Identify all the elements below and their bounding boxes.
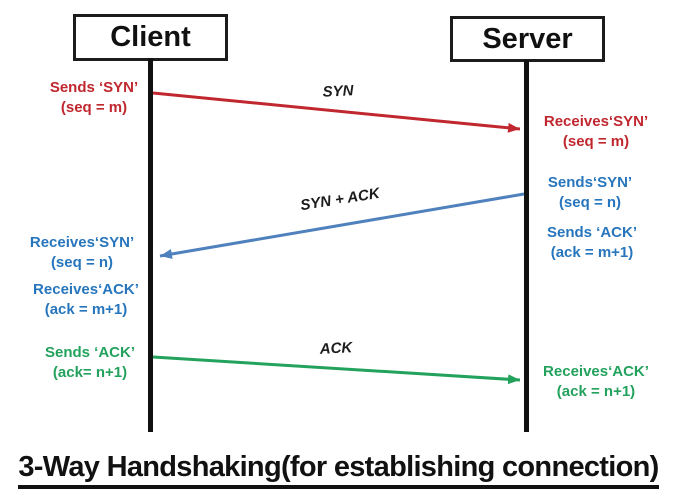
annotation-line: Sends ‘ACK’ xyxy=(44,344,135,361)
annotation-server-receives-ack: Receives‘ACK’ (ack = n+1) xyxy=(537,362,655,402)
annotation-line: (ack = m+1) xyxy=(44,301,128,318)
annotation-line: Receives‘ACK’ xyxy=(33,281,139,298)
annotation-client-sends-syn: Sends ‘SYN’ (seq = m) xyxy=(38,78,150,118)
annotation-line: (seq = n) xyxy=(50,254,114,271)
annotation-line: (ack= n+1) xyxy=(52,364,128,381)
syn-arrow-label: SYN xyxy=(322,82,354,101)
syn-arrow xyxy=(152,91,521,133)
client-lifeline xyxy=(148,58,153,432)
client-actor-box: Client xyxy=(73,14,228,61)
server-lifeline xyxy=(524,60,529,432)
diagram-title: 3-Way Handshaking(for establishing conne… xyxy=(0,451,677,489)
annotation-line: (seq = n) xyxy=(558,194,622,211)
annotation-line: (seq = m) xyxy=(60,99,128,116)
annotation-line: Receives‘SYN’ xyxy=(29,234,135,251)
annotation-client-sends-ack: Sends ‘ACK’ (ack= n+1) xyxy=(32,343,148,383)
annotation-server-receives-syn: Receives‘SYN’ (seq = m) xyxy=(540,112,652,152)
annotation-line: Sends ‘SYN’ xyxy=(49,79,139,96)
client-actor-label: Client xyxy=(110,21,191,53)
annotation-line: (ack = m+1) xyxy=(550,244,634,261)
annotation-server-sends-ack: Sends ‘ACK’ (ack = m+1) xyxy=(533,223,651,263)
annotation-client-receives-ack: Receives‘ACK’ (ack = m+1) xyxy=(27,280,145,320)
annotation-line: (seq = m) xyxy=(562,133,630,150)
syn-ack-arrow xyxy=(159,192,525,259)
ack-arrow xyxy=(152,355,521,385)
annotation-line: (ack = n+1) xyxy=(556,383,636,400)
diagram-title-text: 3-Way Handshaking(for establishing conne… xyxy=(18,451,659,489)
annotation-line: Receives‘ACK’ xyxy=(543,363,649,380)
annotation-line: Sends ‘ACK’ xyxy=(546,224,637,241)
annotation-line: Sends‘SYN’ xyxy=(547,174,633,191)
annotation-line: Receives‘SYN’ xyxy=(543,113,649,130)
ack-arrow-label: ACK xyxy=(319,339,353,358)
annotation-client-receives-syn: Receives‘SYN’ (seq = n) xyxy=(26,233,138,273)
annotation-server-sends-syn: Sends‘SYN’ (seq = n) xyxy=(534,173,646,213)
server-actor-label: Server xyxy=(482,22,573,55)
